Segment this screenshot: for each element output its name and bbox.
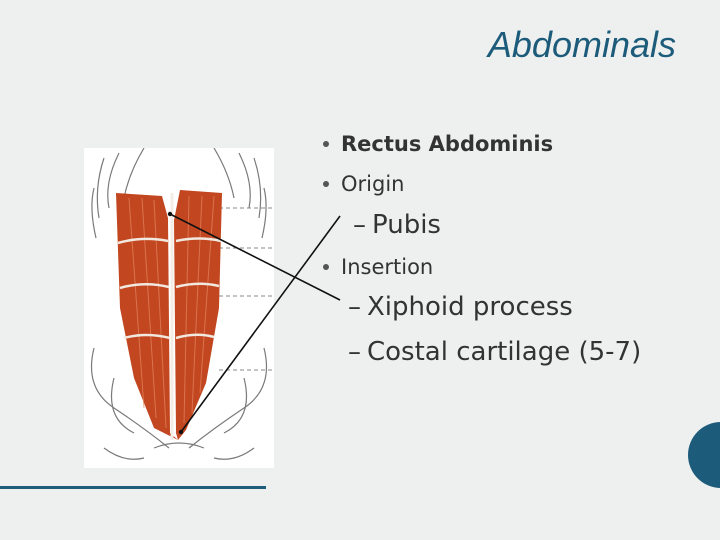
pelvis-outline [90, 347, 268, 460]
sub-bullet-xiphoid: –Xiphoid process [348, 292, 573, 322]
bullet-dot [323, 181, 329, 187]
dash-marker: – [348, 292, 361, 322]
pointer-line-pubis [180, 215, 341, 433]
tendinous-intersections [117, 237, 222, 340]
slide-title: Abdominals [487, 24, 676, 65]
sub-bullet-text: Xiphoid process [367, 292, 573, 322]
sub-bullet-text: Costal cartilage (5-7) [367, 337, 642, 367]
bullet-rectus-abdominis: Rectus Abdominis [341, 132, 554, 156]
bullet-origin: Origin [341, 172, 405, 196]
pointer-dot-pubis [178, 429, 184, 435]
pointer-dot-xiphoid [167, 211, 173, 217]
sub-bullet-text: Pubis [372, 210, 441, 240]
sub-bullet-costal: –Costal cartilage (5-7) [348, 337, 641, 367]
bullet-dot [323, 141, 329, 147]
accent-rule [0, 486, 266, 489]
dash-marker: – [348, 337, 361, 367]
rectus-abdominis-illustration [84, 148, 274, 468]
sub-bullet-pubis: –Pubis [353, 210, 441, 240]
bullet-dot [323, 264, 329, 270]
left-rectus-muscle [116, 193, 178, 440]
guide-lines [219, 207, 274, 371]
pointer-line-xiphoid [169, 213, 341, 301]
dash-marker: – [353, 210, 366, 240]
bullet-insertion: Insertion [341, 255, 434, 279]
muscle-fibers [128, 195, 215, 429]
anatomy-drawing [90, 148, 274, 460]
